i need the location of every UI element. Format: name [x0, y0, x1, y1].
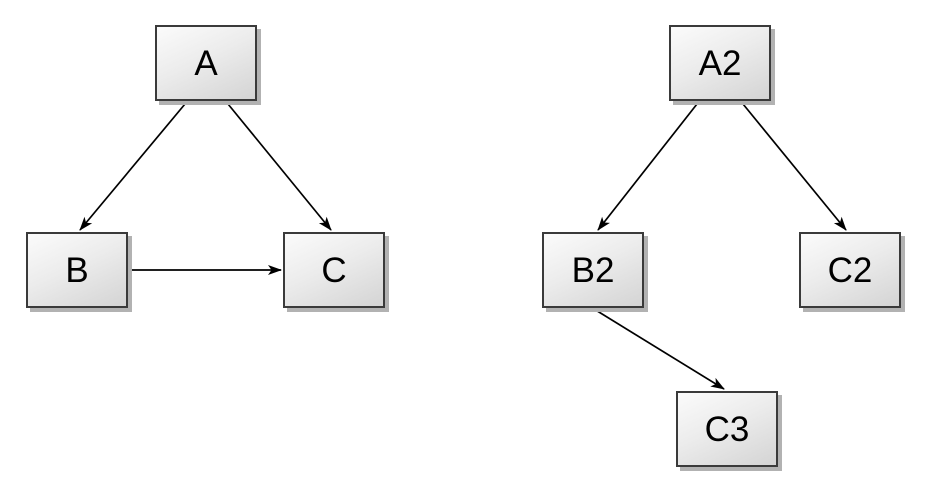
node-A2: A2: [669, 25, 771, 101]
node-C: C: [283, 232, 385, 308]
node-label-C2: C2: [827, 250, 873, 290]
node-A: A: [155, 25, 257, 101]
node-label-B: B: [65, 250, 89, 290]
node-label-B2: B2: [571, 250, 615, 290]
node-B: B: [26, 232, 128, 308]
node-label-A: A: [194, 43, 218, 83]
node-B2: B2: [542, 232, 644, 308]
node-label-C: C: [321, 250, 347, 290]
node-label-A2: A2: [698, 43, 742, 83]
node-C2: C2: [799, 232, 901, 308]
node-C3: C3: [676, 391, 778, 467]
node-label-C3: C3: [704, 409, 750, 449]
